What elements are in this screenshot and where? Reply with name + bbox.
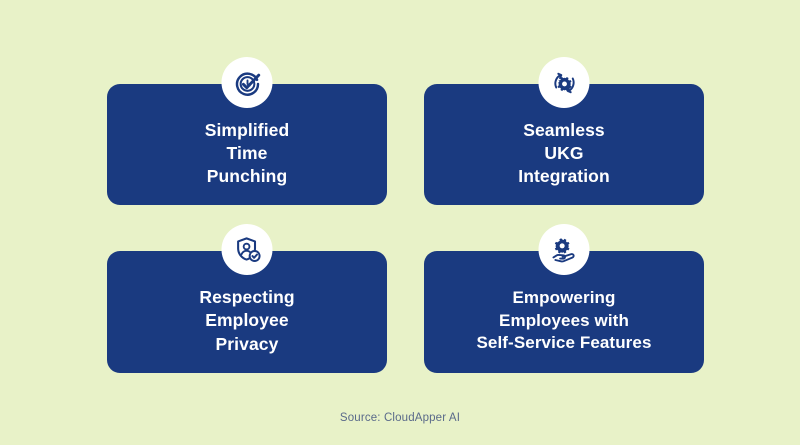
feature-card-seamless-ukg-integration: Seamless UKG Integration (424, 57, 704, 205)
feature-card-grid: Simplified Time Punching Seamless UKG In… (107, 57, 704, 373)
feature-card-simplified-time-punching: Simplified Time Punching (107, 57, 387, 205)
feature-card-empowering-employees-self-service: Empowering Employees with Self-Service F… (424, 224, 704, 373)
shield-user-check-icon (221, 224, 273, 275)
hand-gear-icon (538, 224, 590, 275)
feature-card-title: Empowering Employees with Self-Service F… (476, 288, 652, 353)
feature-card-title: Seamless UKG Integration (518, 119, 610, 187)
gear-sync-icon (538, 57, 590, 108)
feature-card-title: Respecting Employee Privacy (199, 287, 295, 354)
feature-card-title: Simplified Time Punching (204, 119, 290, 187)
source-caption: Source: CloudApper AI (339, 412, 461, 424)
clock-check-icon (221, 57, 273, 108)
feature-card-respecting-employee-privacy: Respecting Employee Privacy (107, 224, 387, 373)
